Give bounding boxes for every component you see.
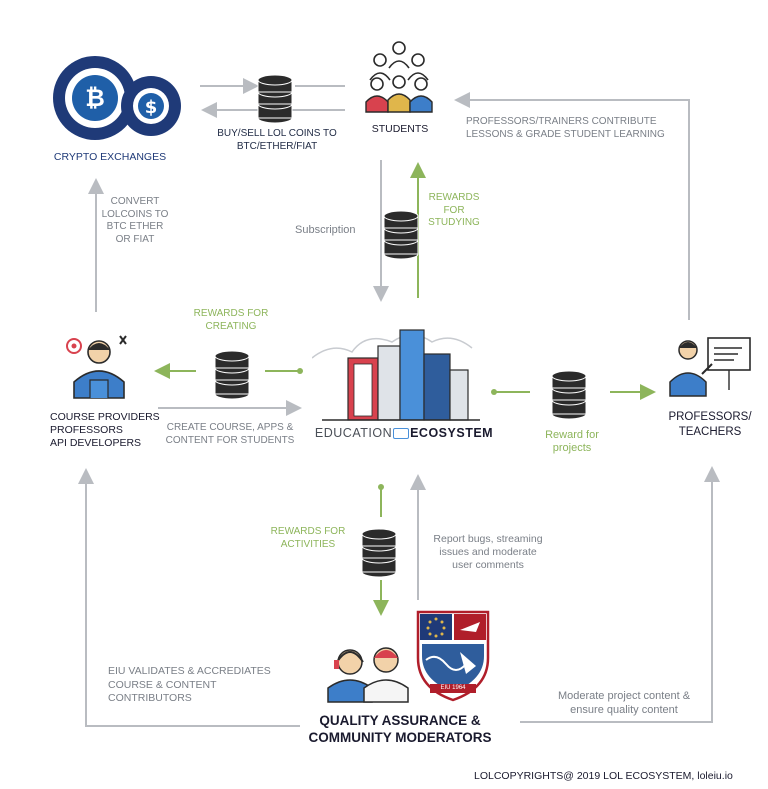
coin-stack-icon: [361, 528, 397, 578]
quality-assurance-label: QUALITY ASSURANCE &COMMUNITY MODERATORS: [308, 713, 492, 745]
create-course-label: CREATE COURSE, APPS &CONTENT FOR STUDENT…: [165, 422, 295, 446]
support-moderators-icon: [327, 647, 409, 703]
svg-text:₿: ₿: [85, 84, 105, 112]
coin-stack-icon: [383, 210, 419, 260]
developer-worker-icon: [66, 335, 127, 399]
subscription-label: Subscription: [295, 224, 356, 236]
students-group-icon: [365, 41, 433, 113]
coin-stack-icon: [257, 74, 293, 124]
professors-teachers-label: PROFESSORS/TEACHERS: [668, 411, 752, 438]
copyright-footer: LOLCOPYRIGHTS@ 2019 LOL ECOSYSTEM, lolei…: [474, 770, 733, 782]
arrow-moderate-project: [520, 466, 720, 723]
coin-stack-icon: [551, 370, 587, 420]
moderate-project-label: Moderate project content &ensure quality…: [557, 690, 691, 716]
education-ecosystem-city-icon: [312, 329, 480, 421]
students-label: STUDENTS: [371, 123, 429, 135]
professor-presenting-icon: [669, 337, 751, 397]
arrow-eiu-validates: [78, 468, 300, 727]
arrow-professors-contribute: [454, 92, 690, 320]
screen-logo-icon: [393, 428, 410, 440]
crypto-exchange-logo-icon: ₿ $: [53, 56, 181, 140]
university-crest-icon: [416, 610, 490, 702]
crypto-exchanges-label: CRYPTO EXCHANGES: [53, 151, 167, 163]
coin-stack-icon: [214, 350, 250, 400]
crest-text: EIU 1964: [440, 685, 466, 691]
svg-text:$: $: [145, 97, 158, 118]
